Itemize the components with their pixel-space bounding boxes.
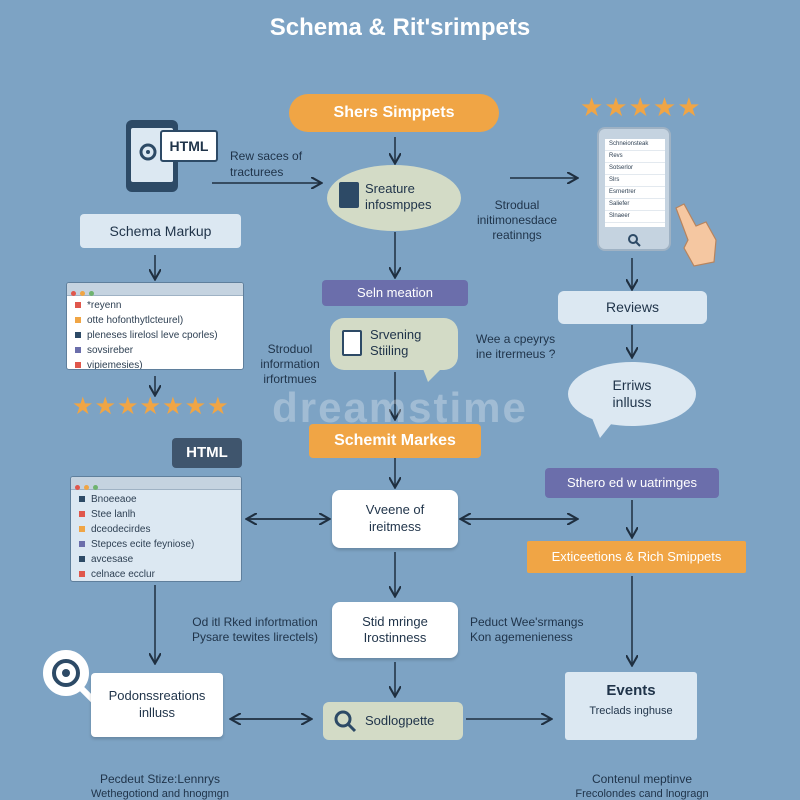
srvening-bubble: Srvening Stiiling (330, 318, 458, 370)
bullet-icon (79, 496, 85, 503)
phone-list-item: Schneionsteak (605, 139, 665, 151)
bullet-icon (79, 526, 85, 533)
list-item-label: vipiemesies) (87, 360, 143, 370)
list-item-label: otte hofonthytlcteurel) (87, 315, 184, 326)
list-item: otte hofonthytlcteurel) (75, 313, 235, 328)
sodlogpette-box: Sodlogpette (323, 702, 463, 740)
erriws-bubble: Erriws inlluss (568, 362, 696, 426)
bullet-icon (75, 362, 81, 369)
rating-stars-left: ★★★★★★★ (72, 393, 230, 420)
list-item-label: pleneses lirelosl leve cporles) (87, 330, 218, 341)
reviews-box: Reviews (558, 291, 707, 324)
pecdeut-sub-text: Wethegotiond and hnogmgn (90, 788, 229, 800)
list-item: sovsireber (75, 343, 235, 358)
phone-list-item: Esrnertrer (605, 187, 665, 199)
html-label-top: HTML (160, 130, 218, 162)
list-item: *reyenn (75, 298, 235, 313)
phone-list-item: Saliefer (605, 199, 665, 211)
list-item: celnace ecclur (79, 567, 233, 581)
schema-markup-box: Schema Markup (80, 214, 241, 248)
list-item-label: *reyenn (87, 300, 122, 311)
structure-oval-label: Sreature infosmppes (365, 181, 432, 212)
list-item-label: celnace ecclur (91, 569, 155, 580)
bullet-icon (75, 347, 81, 354)
contemul-text: Contenul meptinve (591, 772, 693, 786)
srvening-bubble-tail (422, 366, 444, 382)
row-sources-text: Rew saces of tracturees (230, 149, 303, 179)
gear-icon (139, 143, 157, 161)
treclads-label: Treclads inghuse (589, 705, 673, 717)
srvening-label: Srvening Stiiling (370, 327, 422, 358)
exticeetions-box: Exticeetions & Rich Smippets (527, 541, 746, 573)
phone-list-item: Slrs (605, 175, 665, 187)
magnifier-icon (628, 234, 641, 247)
bullet-icon (75, 302, 81, 309)
phone-list-item: Slnaeer (605, 211, 665, 223)
html-label-mid: HTML (172, 438, 242, 468)
diagram-title: Schema & Rit'srimpets (269, 14, 531, 41)
list-item-label: Bnoeeaoe (91, 494, 137, 505)
list-item-label: Stepces ecite feyniose) (91, 539, 195, 550)
list-item-label: dceodecirdes (91, 524, 151, 535)
pecdeut-stize-text: Pecdeut Stize:Lennrys (99, 772, 221, 786)
contemul-sub-text: Frecolondes cand lnogragn (575, 788, 709, 800)
list-item: avcesase (79, 552, 233, 567)
erriws-bubble-tail (592, 418, 616, 438)
list-item: Stepces ecite feyniose) (79, 537, 233, 552)
bullet-icon (75, 332, 81, 339)
od-itl-text: Od itl Rked infortmation Pysare tewites … (191, 615, 319, 644)
browser-bottom-bar (71, 477, 241, 490)
list-item: vipiemesies) (75, 358, 235, 370)
browser-top-bar (67, 283, 243, 296)
peduct-text: Peduct Wee'srmangs Kon agemenieness (470, 615, 584, 644)
list-item: Bnoeeaoe (79, 492, 233, 507)
list-item-label: Stee lanlh (91, 509, 136, 520)
rating-stars-top: ★★★★★ (580, 92, 702, 122)
phone-list-item: Sotserlor (605, 163, 665, 175)
browser-window-top: *reyenn otte hofonthytlcteurel) pleneses l… (66, 282, 244, 370)
sodlogpette-label: Sodlogpette (365, 713, 435, 728)
document-icon (342, 330, 362, 356)
list-item: Stee lanlh (79, 507, 233, 522)
phone-list-item: Revs (605, 151, 665, 163)
top-pill: Shers Simppets (289, 94, 499, 132)
list-item-label: avcesase (91, 554, 134, 565)
sthero-box: Sthero ed w uatrimges (545, 468, 719, 498)
erriws-label: Erriws inlluss (612, 377, 652, 410)
document-icon (339, 182, 359, 208)
wee-cpeyrys-text: Wee a cpeyrys ine itrermeus ? (476, 332, 556, 361)
events-box: Events Treclads inghuse (565, 672, 697, 740)
schemit-markes-box: Schemit Markes (309, 424, 481, 458)
vveene-box: Vveene of ireitmess (332, 490, 458, 548)
hand-pointer-icon (675, 203, 717, 267)
list-item-label: sovsireber (87, 345, 134, 356)
structure-oval: Sreature infosmppes (327, 165, 461, 231)
bullet-icon (75, 317, 81, 324)
browser-top-content: *reyenn otte hofonthytlcteurel) pleneses l… (67, 296, 243, 370)
list-item: pleneses lirelosl leve cporles) (75, 328, 235, 343)
podonssreations-box: Podonssreations inlluss (91, 673, 223, 737)
bullet-icon (79, 511, 85, 518)
watermark-text: dreamstime (272, 384, 528, 431)
bullet-icon (79, 556, 85, 563)
stid-mringe-box: Stid mringe Irostinness (332, 602, 458, 658)
strodual-right-text: Strodual initimonesdace reatinngs (476, 198, 558, 242)
bullet-icon (79, 541, 85, 548)
list-item: dceodecirdes (79, 522, 233, 537)
events-label: Events (606, 682, 656, 699)
bullet-icon (79, 571, 85, 578)
magnifier-icon (334, 710, 357, 733)
stroduol-info-text: Stroduol information irfortmues (260, 342, 320, 386)
seln-meation-box: Seln meation (322, 280, 468, 306)
